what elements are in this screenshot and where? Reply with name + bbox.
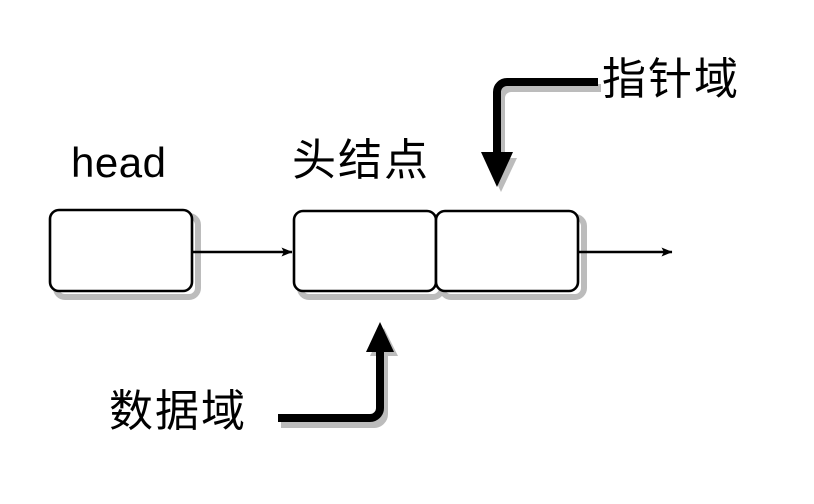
- head-node-label: 头结点: [292, 135, 430, 186]
- head-pointer-box: [48, 208, 194, 293]
- node-pointer-cell: [434, 209, 580, 293]
- pointer-field-callout-arrow: [493, 78, 598, 156]
- data-field-callout-arrowhead: [366, 322, 394, 352]
- pointer-field-callout-arrowhead: [481, 152, 513, 187]
- head-label: head: [71, 139, 167, 186]
- data-field-callout-arrow: [278, 348, 384, 422]
- pointer-field-label: 指针域: [602, 54, 740, 105]
- box-layer: [48, 208, 580, 293]
- data-field-label: 数据域: [109, 386, 247, 437]
- pointer-callout-shadow: [497, 84, 601, 162]
- node-data-cell: [292, 209, 438, 293]
- thick-callout-layer: [278, 78, 598, 422]
- data-callout-shadow: [281, 352, 388, 428]
